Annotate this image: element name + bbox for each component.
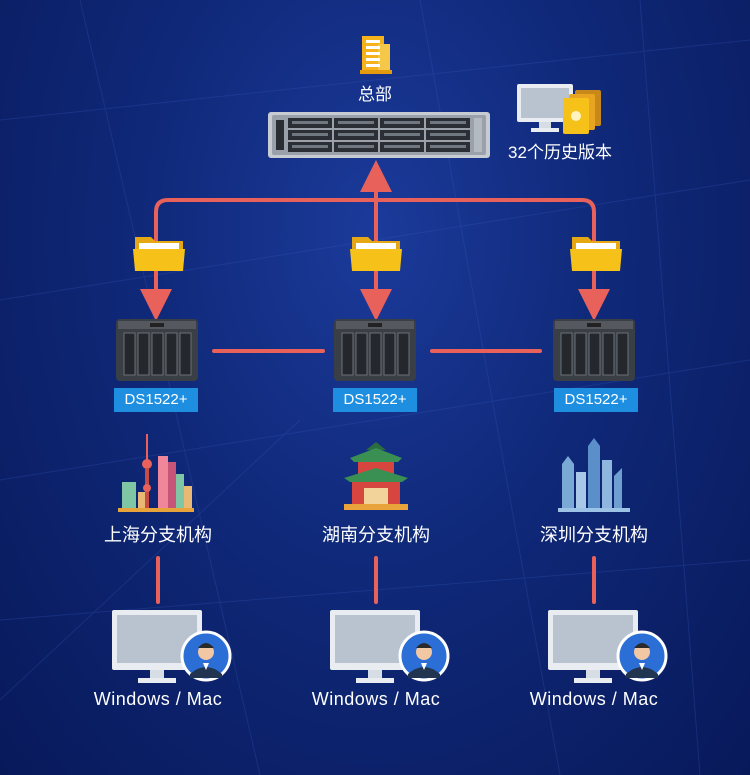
branch-label-hunan: 湖南分支机构	[322, 525, 430, 545]
client-os-label: Windows / Mac	[311, 689, 441, 709]
hunan-pavilion-icon	[344, 442, 408, 510]
nas-device-icon	[334, 319, 416, 381]
branch-label-shanghai: 上海分支机构	[104, 525, 212, 545]
client-computer-icon	[330, 610, 450, 683]
client-os-label: Windows / Mac	[529, 689, 659, 709]
nas-device-icon	[553, 319, 635, 381]
nas-model-badge: DS1522+	[114, 388, 198, 412]
shenzhen-skyline-icon	[558, 438, 630, 512]
folder-icon	[570, 237, 622, 271]
client-computer-icon	[548, 610, 668, 683]
shanghai-skyline-icon	[118, 434, 194, 512]
history-versions-icon	[517, 84, 601, 134]
building-icon	[360, 36, 392, 74]
client-computer-icon	[112, 610, 232, 683]
branch-label-shenzhen: 深圳分支机构	[540, 525, 648, 545]
nas-model-badge: DS1522+	[554, 388, 638, 412]
nas-device-icon	[116, 319, 198, 381]
rack-server-icon	[268, 112, 490, 158]
headquarters-label: 总部	[358, 85, 392, 104]
nas-model-badge: DS1522+	[333, 388, 417, 412]
folder-icon	[133, 237, 185, 271]
history-versions-label: 32个历史版本	[508, 143, 612, 162]
client-os-label: Windows / Mac	[93, 689, 223, 709]
folder-icon	[350, 237, 402, 271]
